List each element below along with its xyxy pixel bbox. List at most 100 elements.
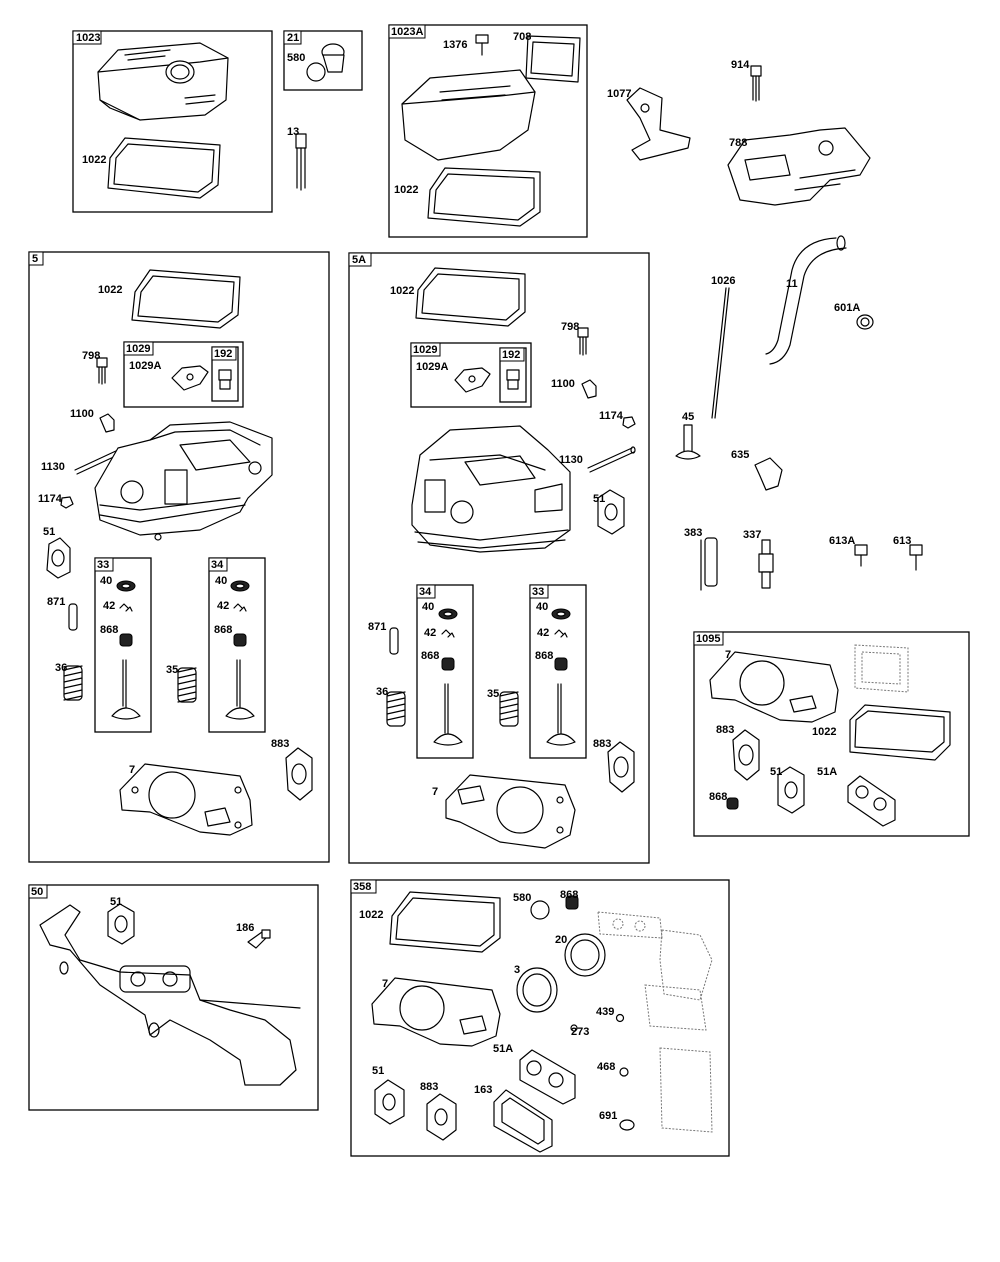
- rocker-arm-1029A-5A: [454, 367, 491, 393]
- callout: 868: [709, 791, 727, 803]
- valve-kit-33-5: [111, 580, 141, 720]
- push-rod-1026: [711, 287, 730, 419]
- nut-192: [218, 369, 232, 390]
- callout: 1077: [607, 88, 631, 100]
- spark-plug-337: [758, 539, 774, 589]
- group-box-1095: 1095: [693, 631, 970, 837]
- callout: 40: [536, 601, 548, 613]
- callout: 1022: [82, 154, 106, 166]
- callout: 35: [487, 688, 499, 700]
- callout: 1029A: [416, 361, 448, 373]
- callout-labels: 1022 580 13 1376 708 1022 1077 914 788 1…: [38, 31, 911, 1122]
- callout: 1130: [559, 454, 583, 466]
- group-box-192-5A: 192: [499, 347, 527, 403]
- gasket-set-358: [371, 891, 713, 1153]
- callout: 383: [684, 527, 702, 539]
- callout: 1174: [38, 493, 63, 505]
- valve-kit-34-5A: [433, 608, 463, 746]
- callout: 635: [731, 449, 749, 461]
- rocker-arm-1029A: [171, 365, 209, 391]
- group-label: 1023: [76, 32, 100, 44]
- nut-1174: [60, 496, 74, 509]
- callout: 42: [424, 627, 436, 639]
- callout: 871: [368, 621, 386, 633]
- callout: 40: [215, 575, 227, 587]
- callout: 1029A: [129, 360, 161, 372]
- callout: 868: [535, 650, 553, 662]
- group-label: 21: [287, 32, 299, 44]
- bolt-613: [909, 544, 923, 571]
- dowel-871-5A: [389, 627, 399, 655]
- bolt-13: [295, 133, 307, 191]
- callout: 13: [287, 126, 299, 138]
- breather-tube-11: [765, 235, 847, 365]
- group-box-5A: 5A: [348, 252, 650, 864]
- callout: 1022: [98, 284, 122, 296]
- callout: 868: [560, 889, 578, 901]
- valve-cover-1023A: [401, 34, 581, 161]
- group-label: 192: [214, 348, 232, 360]
- callout: 42: [103, 600, 115, 612]
- callout: 1174: [599, 410, 624, 422]
- bolt-914: [750, 65, 762, 102]
- callout: 7: [725, 649, 731, 661]
- gasket-1022: [107, 137, 221, 199]
- callout: 42: [217, 600, 229, 612]
- group-box-5: 5: [28, 251, 330, 863]
- group-label: 34: [211, 559, 224, 571]
- clamp-601A: [856, 314, 874, 330]
- callout: 708: [513, 31, 531, 43]
- spring-36-5: [63, 665, 83, 701]
- callout: 35: [166, 664, 178, 676]
- callout: 883: [271, 738, 289, 750]
- callout: 186: [236, 922, 254, 934]
- gasket-51-5A: [597, 489, 625, 535]
- dowel-871-5: [68, 603, 78, 631]
- callout: 1026: [711, 275, 735, 287]
- callout: 273: [571, 1026, 589, 1038]
- callout: 40: [422, 601, 434, 613]
- callout: 51: [110, 896, 122, 908]
- callout: 51: [593, 493, 605, 505]
- callout: 1022: [390, 285, 414, 297]
- callout: 613: [893, 535, 911, 547]
- bracket-788: [727, 127, 871, 206]
- callout: 868: [214, 624, 232, 636]
- group-box-33: 33: [94, 557, 152, 733]
- group-label: 33: [97, 559, 109, 571]
- nut-1174-5A: [622, 416, 636, 429]
- group-label: 5A: [352, 254, 366, 266]
- tappet-45: [675, 424, 701, 460]
- callout: 580: [287, 52, 305, 64]
- callout: 580: [513, 892, 531, 904]
- oil-fill-cap-21: [306, 43, 345, 82]
- screw-798-5A: [577, 327, 589, 356]
- gasket-1022-5: [131, 269, 241, 329]
- callout: 883: [420, 1081, 438, 1093]
- callout: 1022: [359, 909, 383, 921]
- callout: 1100: [70, 408, 94, 420]
- group-label: 1029: [126, 343, 150, 355]
- group-label: 358: [353, 881, 371, 893]
- guide-1100-5A: [581, 379, 597, 399]
- callout: 7: [432, 786, 438, 798]
- valve-cover-1023: [97, 42, 229, 121]
- callout: 914: [731, 59, 750, 71]
- callout: 601A: [834, 302, 860, 314]
- cylinder-head-5: [94, 421, 273, 541]
- callout: 868: [100, 624, 118, 636]
- callout: 42: [537, 627, 549, 639]
- bolt-613A: [854, 544, 868, 567]
- group-label: 1023A: [391, 26, 423, 38]
- callout: 51: [770, 766, 782, 778]
- callout: 36: [376, 686, 388, 698]
- fitting-186: [247, 929, 271, 949]
- gasket-51-5: [46, 537, 71, 579]
- callout: 439: [596, 1006, 614, 1018]
- ignition-module-383: [700, 537, 718, 591]
- callout: 1376: [443, 39, 467, 51]
- group-box-34-5A: 34: [416, 584, 474, 759]
- callout: 51: [43, 526, 55, 538]
- group-label: 33: [532, 586, 544, 598]
- callout: 691: [599, 1110, 617, 1122]
